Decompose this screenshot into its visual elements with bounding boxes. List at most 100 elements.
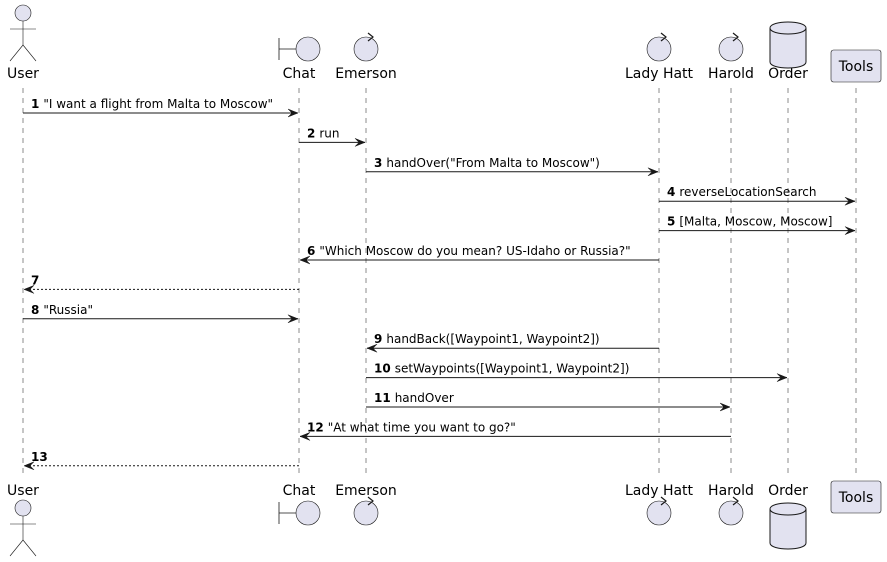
message-text: "Russia" xyxy=(43,303,93,317)
message-number: 3 xyxy=(374,156,382,170)
message-text: setWaypoints([Waypoint1, Waypoint2]) xyxy=(395,362,630,376)
message-text: handBack([Waypoint1, Waypoint2]) xyxy=(386,332,599,346)
control-icon xyxy=(353,32,379,62)
database-icon xyxy=(769,502,807,550)
message-text: [Malta, Moscow, Moscow] xyxy=(679,215,832,229)
message-number: 11 xyxy=(374,391,391,405)
message-number: 6 xyxy=(307,244,315,258)
control-icon xyxy=(646,32,672,62)
message-number: 2 xyxy=(307,126,315,140)
message-11: 11 handOver xyxy=(366,391,731,412)
message-number: 1 xyxy=(31,97,39,111)
message-number: 7 xyxy=(31,273,39,287)
participant-label: Harold xyxy=(708,483,754,499)
participant-label: Order xyxy=(768,483,808,499)
message-label: 5 [Malta, Moscow, Moscow] xyxy=(667,215,832,229)
message-label: 11 handOver xyxy=(374,391,454,405)
message-label: 12 "At what time you want to go?" xyxy=(307,420,516,434)
participant-label: Tools xyxy=(838,490,874,506)
participant-emerson-bottom: Emerson xyxy=(335,483,397,526)
arrowhead xyxy=(647,167,659,177)
message-label: 8 "Russia" xyxy=(31,303,93,317)
participant-user-bottom: User xyxy=(7,483,39,557)
message-6: 6 "Which Moscow do you mean? US-Idaho or … xyxy=(299,244,659,265)
arrowhead xyxy=(366,343,378,353)
participant-chat-top: Chat xyxy=(278,36,321,82)
message-label: 13 xyxy=(31,450,48,464)
participant-label: Harold xyxy=(708,66,754,82)
message-number: 13 xyxy=(31,450,48,464)
message-text: "Which Moscow do you mean? US-Idaho or R… xyxy=(319,244,630,258)
arrowhead xyxy=(23,461,35,471)
arrowhead xyxy=(287,108,299,118)
participant-box xyxy=(830,480,882,514)
participant-label: Chat xyxy=(283,66,316,82)
participant-tools-top: Tools xyxy=(830,49,882,83)
database-icon xyxy=(769,21,807,69)
control-icon xyxy=(718,32,744,62)
arrowhead xyxy=(719,402,731,412)
message-label: 1 "I want a flight from Malta to Moscow" xyxy=(31,97,273,111)
boundary-icon xyxy=(278,500,321,526)
message-label: 7 xyxy=(31,273,39,287)
participant-label: Lady Hatt xyxy=(625,483,694,499)
message-text: run xyxy=(319,126,339,140)
participant-order-bottom: Order xyxy=(768,483,808,550)
arrowhead xyxy=(287,314,299,324)
message-text: reverseLocationSearch xyxy=(679,185,816,199)
message-5: 5 [Malta, Moscow, Moscow] xyxy=(659,215,856,235)
message-2: 2 run xyxy=(299,126,366,147)
arrowhead xyxy=(354,138,366,147)
arrowhead xyxy=(844,226,856,235)
message-10: 10 setWaypoints([Waypoint1, Waypoint2]) xyxy=(366,362,788,382)
control-icon xyxy=(646,496,672,526)
message-number: 4 xyxy=(667,185,675,199)
participant-emerson-top: Emerson xyxy=(335,32,397,82)
participant-label: Emerson xyxy=(335,66,397,82)
participant-harold-top: Harold xyxy=(708,32,754,82)
participant-chat-bottom: Chat xyxy=(278,483,321,526)
arrowhead xyxy=(299,255,311,265)
message-12: 12 "At what time you want to go?" xyxy=(299,420,731,441)
arrowhead xyxy=(844,196,856,206)
arrowhead xyxy=(776,373,788,382)
participant-label: Chat xyxy=(283,483,316,499)
message-text: handOver("From Malta to Moscow") xyxy=(386,156,599,170)
message-13: 13 xyxy=(23,450,299,471)
actor-icon xyxy=(9,499,37,557)
message-number: 10 xyxy=(374,362,391,376)
message-7: 7 xyxy=(23,273,299,294)
message-text: handOver xyxy=(395,391,454,405)
message-text: "I want a flight from Malta to Moscow" xyxy=(43,97,273,111)
message-number: 12 xyxy=(307,420,324,434)
boundary-icon xyxy=(278,36,321,62)
message-label: 6 "Which Moscow do you mean? US-Idaho or … xyxy=(307,244,631,258)
participant-ladyhatt-top: Lady Hatt xyxy=(625,32,694,82)
participant-harold-bottom: Harold xyxy=(708,483,754,526)
message-text: "At what time you want to go?" xyxy=(328,420,516,434)
participant-label: User xyxy=(7,483,39,499)
participant-user-top: User xyxy=(7,4,39,82)
participant-order-top: Order xyxy=(768,21,808,82)
message-label: 3 handOver("From Malta to Moscow") xyxy=(374,156,600,170)
participant-ladyhatt-bottom: Lady Hatt xyxy=(625,483,694,526)
control-icon xyxy=(718,496,744,526)
control-icon xyxy=(353,496,379,526)
message-label: 4 reverseLocationSearch xyxy=(667,185,816,199)
message-3: 3 handOver("From Malta to Moscow") xyxy=(366,156,659,177)
message-number: 5 xyxy=(667,215,675,229)
arrowhead xyxy=(299,432,311,441)
participant-label: Order xyxy=(768,66,808,82)
message-label: 10 setWaypoints([Waypoint1, Waypoint2]) xyxy=(374,362,629,376)
message-1: 1 "I want a flight from Malta to Moscow" xyxy=(23,97,299,118)
message-8: 8 "Russia" xyxy=(23,303,299,324)
participant-tools-bottom: Tools xyxy=(830,480,882,514)
message-label: 2 run xyxy=(307,126,340,140)
arrowhead xyxy=(23,285,35,294)
actor-icon xyxy=(9,4,37,62)
message-number: 8 xyxy=(31,303,39,317)
